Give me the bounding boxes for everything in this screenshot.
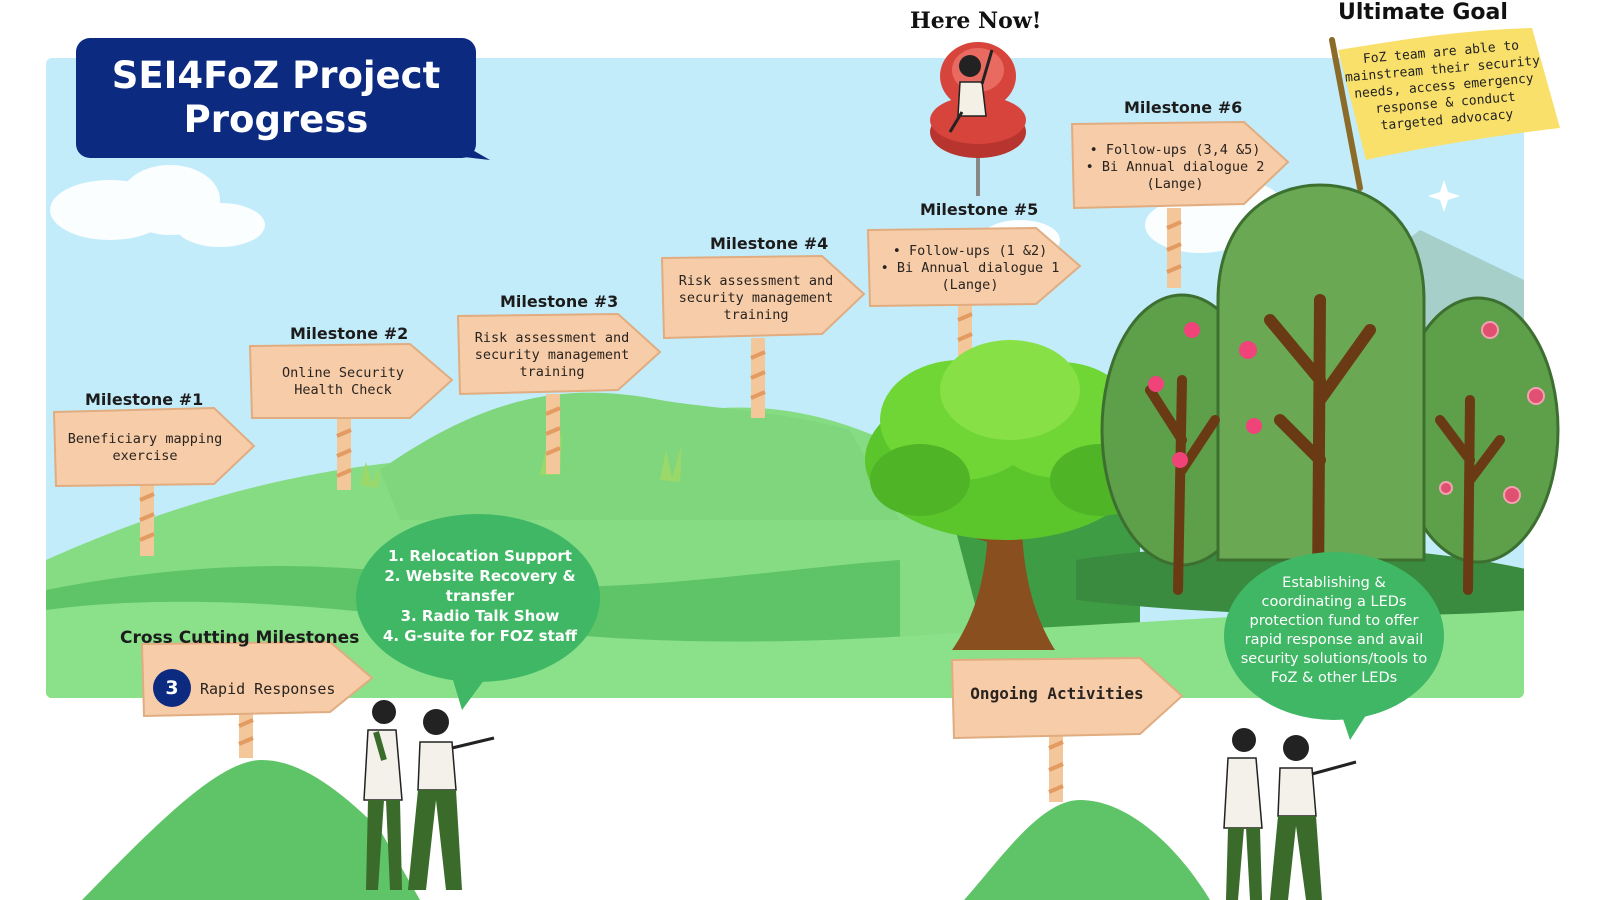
cross-cutting-item: 3. Radio Talk Show [400, 607, 560, 625]
count-badge [153, 669, 191, 707]
milestone-1-text: Beneficiary mapping exercise [67, 431, 223, 464]
rapid-response-count: 3 [165, 677, 179, 699]
sparkle-icon [1428, 180, 1460, 212]
arrow-signs [52, 120, 1290, 740]
milestone-6-item: • Follow-ups (3,4 &5) [1089, 141, 1261, 158]
cross-cutting-item: 4. G-suite for FOZ staff [382, 627, 578, 645]
milestone-4-text: Risk assessment and security management … [678, 272, 834, 323]
sign-poles [139, 208, 1182, 802]
ongoing-activities-label: Ongoing Activities [970, 684, 1144, 703]
milestone-2-label: Milestone #2 [290, 324, 409, 343]
milestone-4-label: Milestone #4 [710, 234, 829, 253]
milestone-5-text: • Follow-ups (1 &2) • Bi Annual dialogue… [876, 234, 1064, 302]
rapid-responses-label: Rapid Responses [200, 680, 336, 698]
sign-ongoing-activities [950, 656, 1184, 740]
milestone-1-label: Milestone #1 [85, 390, 204, 409]
milestone-6-item: • Bi Annual dialogue 2 (Lange) [1085, 158, 1265, 192]
cross-cutting-item: 1. Relocation Support [388, 547, 572, 565]
ultimate-goal-title: Ultimate Goal [1338, 0, 1508, 25]
milestone-2-text: Online Security Health Check [282, 365, 404, 398]
milestone-5-item: • Follow-ups (1 &2) [892, 242, 1048, 259]
sign-milestone-6 [1070, 120, 1290, 210]
sign-milestone-4 [660, 254, 866, 340]
ultimate-goal-text: FoZ team are able to mainstream their se… [1344, 38, 1541, 134]
cross-cutting-item: 2. Website Recovery & transfer [384, 567, 576, 605]
milestone-3-text: Risk assessment and security management … [474, 329, 630, 380]
milestone-6-label: Milestone #6 [1124, 98, 1243, 117]
milestone-5-label: Milestone #5 [920, 200, 1039, 219]
cross-cutting-list: 1. Relocation Support 2. Website Recover… [380, 546, 580, 646]
sign-milestone-2 [248, 342, 454, 419]
milestone-6-text: • Follow-ups (3,4 &5) • Bi Annual dialog… [1080, 128, 1270, 206]
sign-milestone-1 [52, 406, 256, 488]
project-title: SEI4FoZ Project Progress [76, 38, 476, 158]
grove-trees [1100, 183, 1560, 596]
upper-hill [380, 392, 900, 520]
sign-milestone-5 [866, 226, 1082, 308]
ongoing-activities-text: Establishing & coordinating a LEDs prote… [1240, 575, 1428, 686]
people-right [1223, 728, 1357, 900]
people-left [363, 700, 495, 890]
front-mounds [82, 760, 1210, 900]
main-tree [865, 340, 1150, 650]
milestone-3-label: Milestone #3 [500, 292, 619, 311]
goal-flag [1329, 28, 1560, 191]
sign-rapid-responses [140, 640, 374, 718]
here-now-label: Here Now! [910, 8, 1042, 34]
sign-milestone-3 [456, 312, 662, 396]
milestone-5-item: • Bi Annual dialogue 1 (Lange) [880, 259, 1060, 293]
speech-bubbles [356, 514, 1444, 740]
location-pin [930, 42, 1026, 196]
cross-cutting-title: Cross Cutting Milestones [120, 628, 360, 648]
